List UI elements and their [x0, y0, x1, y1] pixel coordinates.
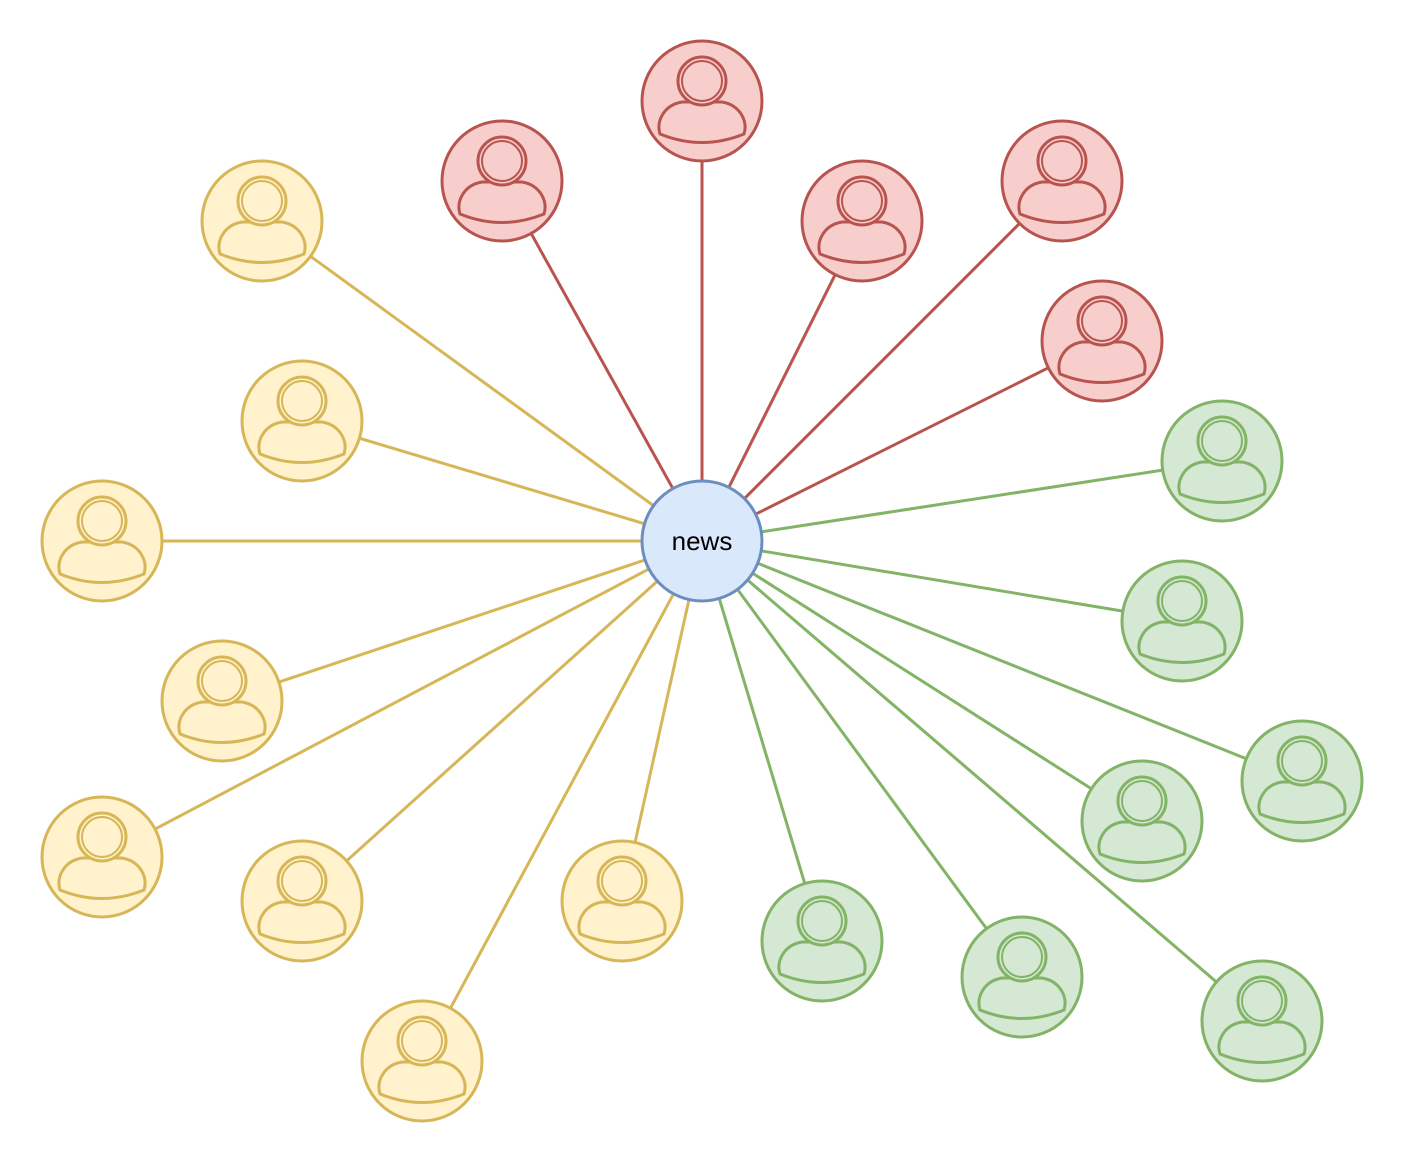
edge-yellow-6 — [345, 580, 659, 862]
news-hub-node: news — [640, 479, 764, 603]
user-node-yellow-3 — [40, 479, 164, 603]
edge-red-5 — [754, 366, 1050, 516]
user-node-yellow-4 — [160, 639, 284, 763]
user-icon — [1057, 295, 1147, 384]
user-icon — [457, 135, 547, 224]
user-icon — [1137, 575, 1227, 664]
user-node-green-1 — [1160, 399, 1284, 523]
user-node-green-5 — [760, 879, 884, 1003]
edge-green-5 — [717, 598, 807, 884]
user-icon — [1097, 775, 1187, 864]
edge-red-4 — [743, 222, 1021, 500]
user-node-yellow-2 — [240, 359, 364, 483]
user-nodes-layer — [40, 39, 1364, 1123]
edge-red-3 — [727, 273, 837, 489]
user-icon — [1257, 735, 1347, 824]
user-node-red-2 — [440, 119, 564, 243]
user-icon — [377, 1015, 467, 1104]
user-node-yellow-1 — [200, 159, 324, 283]
edge-green-4 — [751, 571, 1093, 791]
edge-red-2 — [529, 232, 675, 490]
user-icon — [177, 655, 267, 744]
user-node-green-4 — [1080, 759, 1204, 883]
user-node-green-7 — [1200, 959, 1324, 1083]
edge-green-2 — [760, 549, 1124, 613]
user-icon — [257, 375, 347, 464]
edge-yellow-4 — [278, 558, 646, 684]
user-node-yellow-5 — [40, 795, 164, 919]
edge-green-1 — [761, 468, 1163, 534]
user-node-red-3 — [800, 159, 924, 283]
user-icon — [817, 175, 907, 264]
user-node-red-1 — [640, 39, 764, 163]
edge-green-6 — [736, 588, 988, 930]
edge-green-3 — [757, 561, 1247, 761]
user-icon — [1017, 135, 1107, 224]
edges-layer — [154, 161, 1247, 1009]
user-node-green-3 — [1240, 719, 1364, 843]
user-node-yellow-7 — [560, 839, 684, 963]
user-icon — [257, 855, 347, 944]
user-icon — [657, 55, 747, 144]
user-icon — [777, 895, 867, 984]
edge-yellow-1 — [309, 255, 655, 507]
user-icon — [577, 855, 667, 944]
user-icon — [1177, 415, 1267, 504]
edge-yellow-5 — [154, 567, 650, 831]
user-icon — [977, 931, 1067, 1020]
user-node-green-6 — [960, 915, 1084, 1039]
user-node-yellow-8 — [360, 999, 484, 1123]
news-hub-circle — [640, 479, 764, 603]
user-node-red-4 — [1000, 119, 1124, 243]
edge-yellow-7 — [633, 599, 691, 843]
user-node-green-2 — [1120, 559, 1244, 683]
user-icon — [57, 495, 147, 584]
edge-green-7 — [746, 578, 1218, 984]
user-node-yellow-6 — [240, 839, 364, 963]
edge-yellow-2 — [359, 436, 645, 526]
user-icon — [1217, 975, 1307, 1064]
user-node-red-5 — [1040, 279, 1164, 403]
news-hub-label: news — [672, 526, 733, 556]
user-icon — [217, 175, 307, 264]
user-icon — [57, 811, 147, 900]
edge-yellow-8 — [449, 593, 675, 1009]
